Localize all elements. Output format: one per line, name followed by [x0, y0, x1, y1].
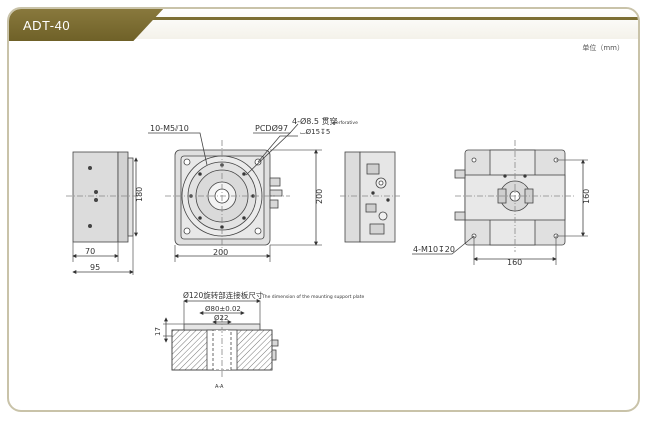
- header-rule: [131, 17, 638, 20]
- front-height-label: 200: [315, 189, 324, 204]
- rear-view: [412, 140, 588, 265]
- plate-label-cn: Ø120旋转部连接板尺寸: [183, 290, 264, 300]
- model-title: ADT-40: [23, 18, 71, 33]
- front-perf-label: 4-Ø8.5 贯穿: [292, 116, 338, 126]
- section-title: A-A: [215, 384, 224, 390]
- bore-label: Ø80±0.02: [205, 305, 241, 313]
- hole-label: Ø22: [214, 314, 228, 322]
- side-depth-label: 70: [85, 247, 95, 256]
- rear-height-label: 160: [582, 189, 591, 204]
- front-width-label: 200: [213, 248, 228, 257]
- unit-label: 单位（mm）: [582, 44, 624, 52]
- front-bolt-label: 10-M5⫽10: [150, 124, 189, 133]
- front-cbore-label: ⌴Ø15↧5: [300, 128, 330, 136]
- side-total-label: 95: [90, 263, 100, 272]
- front-pcd-label: PCDØ97: [255, 123, 288, 133]
- plate-label-en: The dimension of the mounting support pl…: [261, 294, 364, 300]
- side-view: [66, 151, 140, 275]
- front-view: [148, 123, 322, 262]
- front-perf-label-en: perforative: [333, 120, 358, 126]
- side-height-label: 180: [135, 187, 144, 202]
- rear-bolt-label: 4-M10↧20: [413, 245, 455, 254]
- header-bar: ADT-40: [9, 9, 638, 41]
- right-side-view: [340, 151, 400, 243]
- section-view: [163, 299, 279, 378]
- rear-width-label: 160: [507, 258, 522, 267]
- section-height-label: 17: [154, 327, 162, 336]
